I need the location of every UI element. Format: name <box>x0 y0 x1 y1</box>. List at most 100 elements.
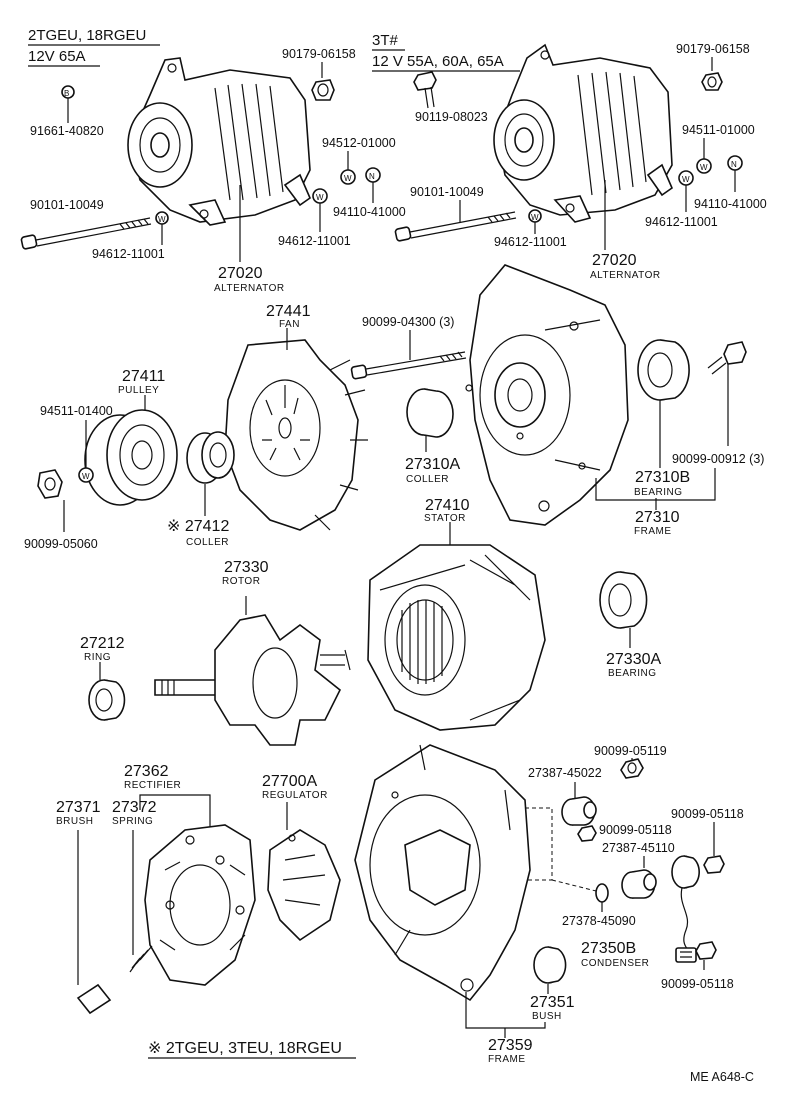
name-frame-bottom: FRAME <box>488 1054 526 1065</box>
part-27412: ※ 27412 <box>167 518 229 535</box>
collar-27310a-drawing <box>406 388 454 438</box>
spring-drawing <box>129 945 153 973</box>
marker-n-1-label: N <box>369 172 375 181</box>
part-94612-11001-d: 94612-11001 <box>645 215 718 229</box>
marker-w-5-label: W <box>682 175 690 184</box>
header-right-rating: 12 V 55A, 60A, 65A <box>372 53 504 70</box>
part-90101-10049-left: 90101-10049 <box>30 198 104 212</box>
part-94511-01400: 94511-01400 <box>40 404 113 418</box>
washer-27378-45090-drawing <box>595 883 609 903</box>
marker-b-label: B <box>64 89 69 98</box>
screw-90099-00912-drawing <box>707 341 747 375</box>
bracket-27362 <box>139 794 211 830</box>
name-coller-right: COLLER <box>406 474 449 485</box>
name-regulator: REGULATOR <box>262 790 328 801</box>
part-94110-41000-right: 94110-41000 <box>694 197 767 211</box>
name-frame-top: FRAME <box>634 526 672 537</box>
part-94110-41000-left: 94110-41000 <box>333 205 406 219</box>
part-90101-10049-right: 90101-10049 <box>410 185 484 199</box>
marker-w-1-label: W <box>158 215 166 224</box>
alternator-left-drawing <box>127 57 311 226</box>
part-90099-00912: 90099-00912 (3) <box>672 452 764 466</box>
part-27371: 27371 <box>56 799 101 816</box>
nut-90099-05118-a <box>577 825 597 842</box>
name-condenser: CONDENSER <box>581 958 649 969</box>
header-left-engines: 2TGEU, 18RGEU <box>28 27 146 44</box>
nut-90179-left <box>311 79 335 101</box>
part-27310b: 27310B <box>635 469 690 486</box>
name-bush: BUSH <box>532 1011 562 1022</box>
part-27441: 27441 <box>266 303 311 320</box>
part-27387-45022: 27387-45022 <box>528 766 602 780</box>
bolt-right-drawing <box>394 211 517 242</box>
part-27330: 27330 <box>224 559 269 576</box>
part-27359: 27359 <box>488 1037 533 1054</box>
part-94612-11001-b: 94612-11001 <box>278 234 351 248</box>
footer-note-engines: ※ 2TGEU, 3TEU, 18RGEU <box>148 1040 342 1057</box>
marker-n-2-label: N <box>731 160 737 169</box>
part-90099-05118-a: 90099-05118 <box>599 823 672 837</box>
part-27310a: 27310A <box>405 456 460 473</box>
dashed-assembly-line <box>525 807 553 881</box>
header-left-rating: 12V 65A <box>28 48 86 65</box>
part-27411: 27411 <box>122 368 165 385</box>
name-bearing-a: BEARING <box>608 668 657 679</box>
name-fan: FAN <box>279 319 300 330</box>
part-90119-08023: 90119-08023 <box>415 110 488 124</box>
part-27350b: 27350B <box>581 940 636 957</box>
header-right-engine: 3T# <box>372 32 399 49</box>
name-coller-left: COLLER <box>186 537 229 548</box>
part-27020-left: 27020 <box>218 265 263 282</box>
nut-90099-05118-b <box>703 855 725 874</box>
nut-90099-05118-c <box>695 941 717 960</box>
nut-90179-right <box>701 72 723 91</box>
name-spring: SPRING <box>112 816 153 827</box>
part-90179-06158-right: 90179-06158 <box>676 42 750 56</box>
part-27310: 27310 <box>635 509 680 526</box>
part-90179-06158-left: 90179-06158 <box>282 47 356 61</box>
name-alternator-left: ALTERNATOR <box>214 283 285 294</box>
marker-w-2-label: W <box>344 174 352 183</box>
condenser-drawing <box>671 855 700 963</box>
part-90099-05119: 90099-05119 <box>594 744 667 758</box>
regulator-drawing <box>267 829 341 942</box>
part-27362: 27362 <box>124 763 169 780</box>
marker-w-6-label: W <box>531 213 539 222</box>
name-ring: RING <box>84 652 111 663</box>
bush-27351-drawing <box>533 946 567 984</box>
part-94612-11001-c: 94612-11001 <box>494 235 567 249</box>
marker-w-4-label: W <box>700 163 708 172</box>
part-90099-05118-b: 90099-05118 <box>671 807 744 821</box>
fan-drawing <box>224 339 368 531</box>
marker-w-3-label: W <box>316 193 324 202</box>
part-90099-04300: 90099-04300 (3) <box>362 315 454 329</box>
insulator-27387-45110-drawing <box>621 869 657 899</box>
part-27387-45110: 27387-45110 <box>602 841 675 855</box>
name-alternator-right: ALTERNATOR <box>590 270 661 281</box>
alternator-right-drawing <box>493 43 673 223</box>
footer-diagram-code: ME A648-C <box>690 1070 754 1084</box>
part-91661-40820: 91661-40820 <box>30 124 104 138</box>
insulator-27387-45022-drawing <box>561 796 597 826</box>
pulley-drawing <box>84 409 178 506</box>
part-94612-11001-a: 94612-11001 <box>92 247 165 261</box>
ring-27212-drawing <box>88 679 126 721</box>
brush-drawing <box>76 983 112 1015</box>
drive-end-frame-drawing <box>465 264 629 526</box>
nut-90099-05119 <box>620 758 644 779</box>
name-rectifier: RECTIFIER <box>124 780 181 791</box>
part-94512-01000: 94512-01000 <box>322 136 396 150</box>
nut-90099-05060 <box>37 469 63 499</box>
through-bolt-drawing <box>350 351 467 380</box>
name-pulley: PULLEY <box>118 385 159 396</box>
part-27410: 27410 <box>425 497 470 514</box>
part-27372: 27372 <box>112 799 157 816</box>
rectifier-drawing <box>144 824 256 986</box>
part-27212: 27212 <box>80 635 125 652</box>
bolt-90119-drawing <box>413 71 437 109</box>
part-90099-05060: 90099-05060 <box>24 537 98 551</box>
name-rotor: ROTOR <box>222 576 260 587</box>
rotor-drawing <box>154 614 351 746</box>
